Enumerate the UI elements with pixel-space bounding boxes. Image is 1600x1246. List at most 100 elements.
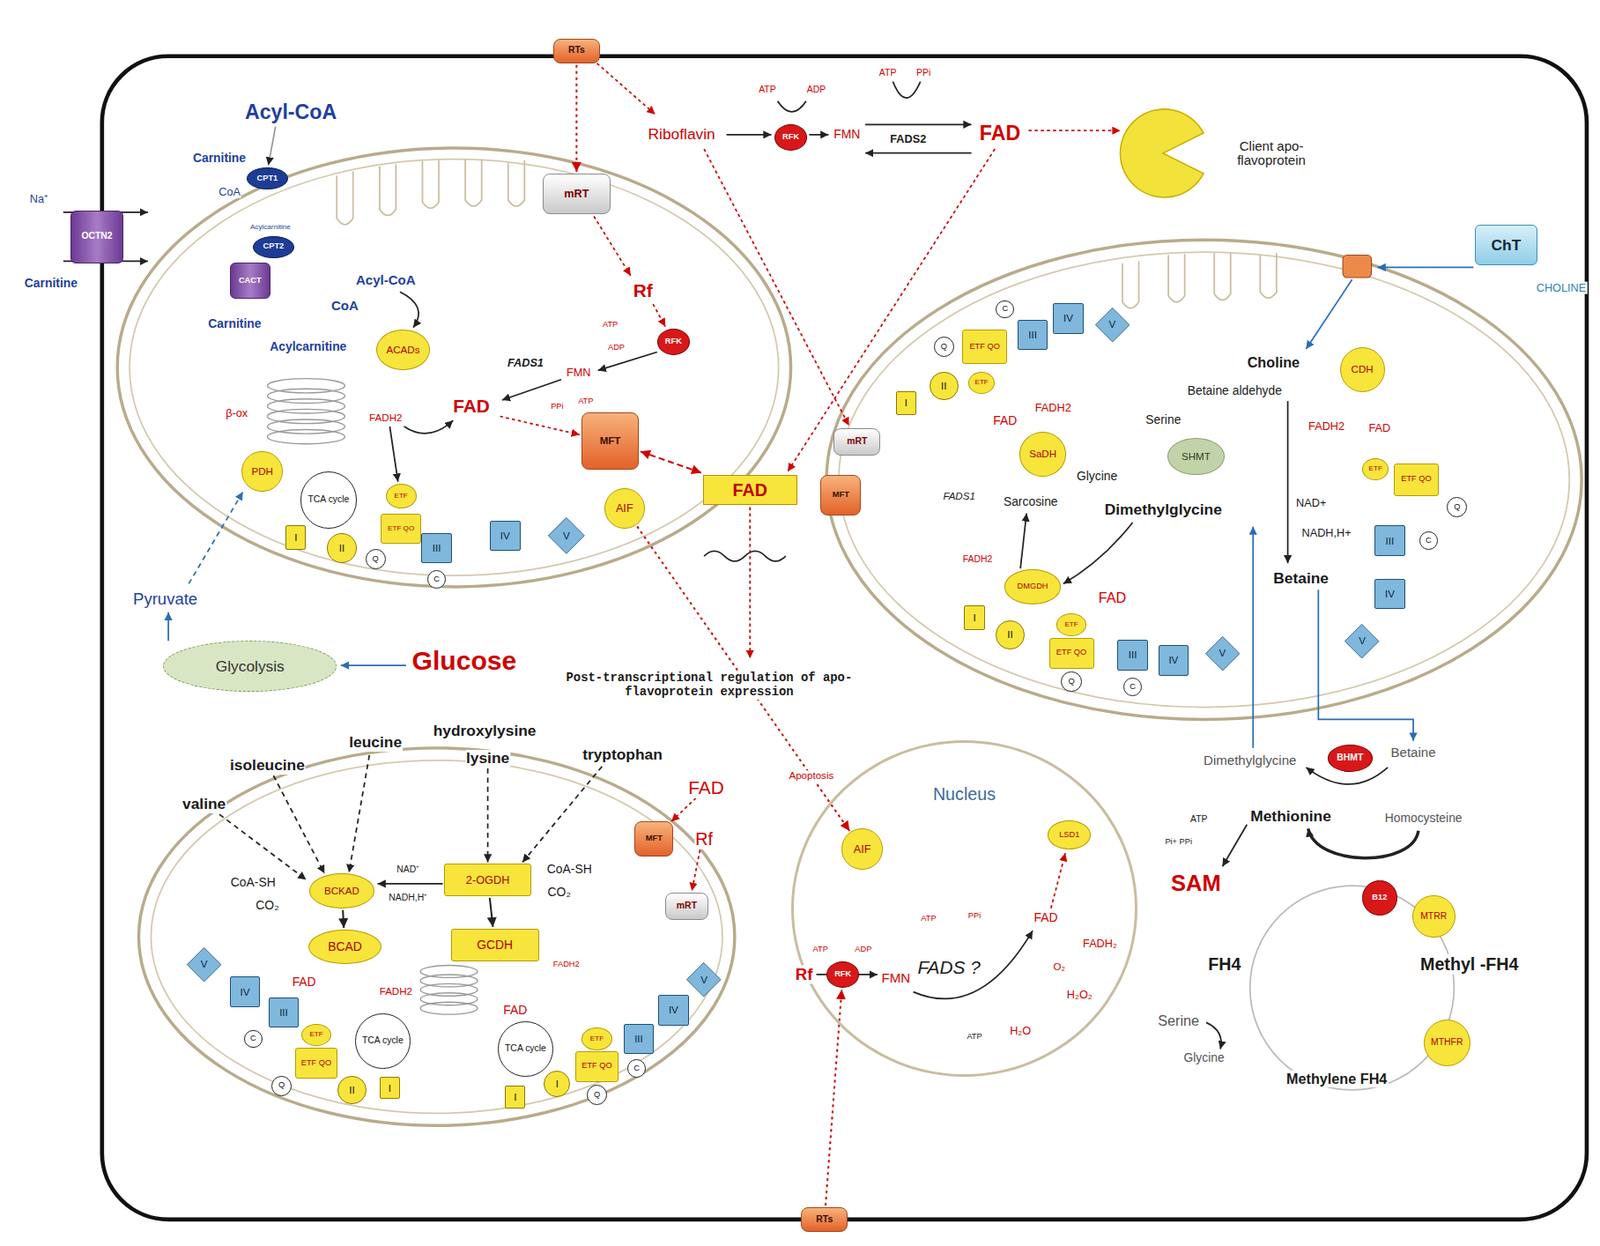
arrow (1251, 526, 1254, 749)
label-text: tryptophan (581, 746, 664, 764)
node-label: ETF QO (581, 1061, 612, 1071)
complex-circle: II (337, 1075, 366, 1104)
carrier-circle: C (1123, 677, 1142, 697)
amino-acid-arrows (219, 755, 602, 880)
kinase-circle: RFK (826, 961, 860, 988)
kinase-circle: RFK (774, 124, 808, 151)
node-label: Nucleus (933, 785, 996, 804)
flavoprotein-oval: ETF (1362, 458, 1389, 481)
helix-turn (420, 1001, 478, 1015)
node-label: MFT (645, 834, 663, 844)
label-text: Riboflavin (647, 125, 717, 144)
complex-box: I (504, 1085, 526, 1108)
label-text: FAD (1097, 588, 1128, 606)
label-text: Carnitine (192, 151, 247, 166)
cycle-circle: TCA cycle (355, 1013, 411, 1069)
label-text: ATP (1189, 814, 1208, 825)
complex-diamond: V (1344, 623, 1379, 659)
label-text: FADH2 (368, 412, 403, 424)
label-text: PPi (967, 911, 982, 921)
complex-diamond: V (1205, 636, 1240, 671)
flavoprotein-oval: ACADs (376, 329, 430, 371)
transporter-symbol (1342, 255, 1371, 278)
label-text: ATP (919, 913, 937, 924)
label-text: CoA-SH (229, 875, 277, 890)
diamond-outline (687, 962, 722, 998)
kinase-circle: BHMT (1327, 744, 1373, 771)
label-text: FADS2 (888, 132, 927, 146)
arrow (1028, 129, 1120, 132)
node-label: OCTN2 (81, 231, 112, 242)
label-text: FAD (992, 414, 1018, 429)
enzyme-oval: CPT2 (252, 236, 294, 259)
arrow (913, 930, 1034, 999)
transporter: OCTN2 (70, 210, 124, 264)
arrow (404, 420, 454, 434)
arrow (593, 216, 631, 276)
node-label: ChT (1491, 237, 1522, 253)
connector-arrow (640, 451, 702, 473)
node-label: TCA cycle (504, 1044, 547, 1054)
connector-arrow (489, 897, 494, 927)
carrier-circle: C (427, 570, 446, 589)
node-label: II (940, 380, 947, 392)
diamond-outline (1095, 307, 1130, 342)
arrow (691, 850, 700, 891)
node-label: FAD (733, 481, 768, 500)
complex-diamond: V (686, 962, 721, 997)
label-text: FAD (451, 395, 491, 417)
label-text: Pi+ PPi (1163, 837, 1193, 847)
beta-oxidation-helix (266, 378, 478, 1015)
node-label: Q (1453, 503, 1460, 512)
label-text: H₂O₂ (1066, 988, 1094, 1002)
label-text: Rf (632, 280, 654, 302)
node-label: CACT (238, 276, 262, 286)
node-label: MTRR (1420, 911, 1447, 922)
label-text: PPi (549, 401, 564, 412)
label-text: Carnitine (23, 276, 79, 291)
arrow (652, 303, 666, 326)
node-label: Q (940, 342, 948, 352)
label-text: Acylcarnitine (249, 223, 292, 232)
arrow (1377, 266, 1475, 269)
arrow (340, 664, 407, 667)
flavoprotein-oval: MTHFR (1423, 1019, 1471, 1067)
arrow (865, 123, 971, 126)
inner-membrane (150, 760, 723, 1114)
label-text: ADP (806, 84, 827, 96)
flavoprotein-oval: LSD1 (1047, 820, 1091, 849)
label-text: CO₂ (254, 898, 280, 913)
enzyme-oval: CPT1 (246, 167, 288, 190)
carrier-circle: Q (933, 336, 955, 357)
node-label: IV (1385, 588, 1395, 600)
arrow (219, 814, 306, 880)
complex-box: IV (1374, 578, 1406, 610)
arrow (268, 126, 276, 166)
label-text: Dimethylglycine (1103, 501, 1223, 519)
folate-cycle (1250, 885, 1455, 1090)
node-label: III (634, 1033, 644, 1045)
edge-label: Apoptosis (787, 770, 835, 782)
node-label: MFT (600, 435, 622, 446)
node-label: AIF (615, 502, 634, 514)
label-text: NAD+ (1295, 496, 1327, 511)
node-label: V (1358, 635, 1366, 646)
label-text: FAD (502, 1003, 528, 1018)
label-text: Serine (1144, 413, 1182, 428)
label-text: CO₂ (547, 885, 572, 900)
arrow (487, 768, 489, 863)
node-label: Q (278, 1081, 285, 1090)
arrow (188, 491, 243, 584)
label-text: NADH,H+ (1301, 525, 1353, 540)
label-text: Rf (794, 964, 815, 984)
carrier-circle: Q (365, 548, 386, 570)
node-label: C (1001, 304, 1008, 314)
label-text: FADS1 (941, 490, 976, 503)
label-text: hydroxylysine (432, 722, 538, 741)
node-label: RFK (834, 970, 852, 979)
carrier-circle: Q (1446, 496, 1467, 518)
arrow (389, 426, 398, 482)
arrow (1063, 522, 1134, 584)
node-label: mRT (846, 437, 867, 447)
